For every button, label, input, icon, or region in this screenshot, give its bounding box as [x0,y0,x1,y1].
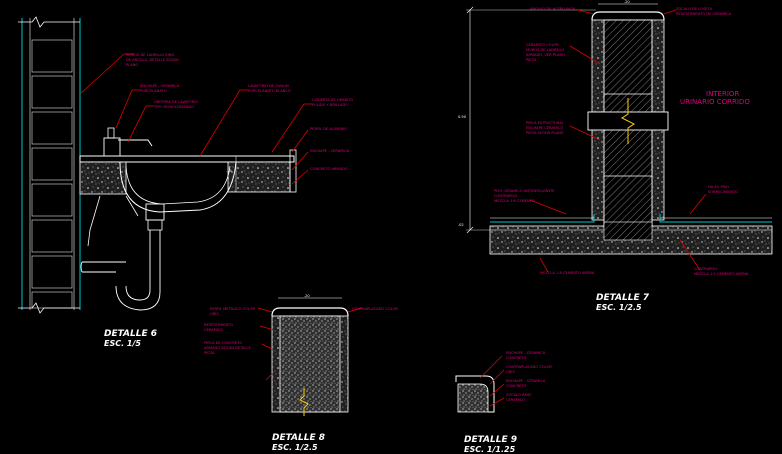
d9-note-enchape: ENCHAPE - CERAMICA [506,351,546,355]
d9-note-gris: GRIS [506,370,515,374]
d6-title: DETALLE 6 [104,329,157,339]
d9-note-concreto-b: CONCRETO [506,384,526,388]
d7-title: DETALLE 7 [596,293,650,303]
d6-note-faucet-2: TIPO MONOCOMANDO [153,105,194,109]
granite-countertop [79,149,297,195]
d8-concrete-core [279,315,341,413]
drain-trap [80,195,165,311]
d8-cap [271,307,349,317]
detalle-9-zocalo: ENCHAPE - CERAMICA CONCRETO CONTRAPLACAD… [455,351,552,454]
d7-note-contrapiso2: CONTRAPISO [694,267,718,271]
detalle-6-lavatorio: .15 MUROS DE LADRILLO KING DE ARCILLA, D… [18,16,353,348]
d7-note-mezcla2: MEZCLA 1:8 CEMENTO ARENA [540,271,595,275]
d8-note-profile: PERFIL METALICO COLOR [210,307,256,311]
d7-note-enchape: ENCHAPE CERAMICO [526,126,563,130]
d7-dimension-height: 0.90 .02 [458,6,596,234]
basin-bowl [119,161,237,213]
d9-note-ceramico: CERAMICO [506,398,525,402]
d8-scale: ESC. 1/2.5 [272,443,318,452]
d9-scale: ESC. 1/1.25 [464,445,516,454]
d8-note-gris: GRIS [210,312,219,316]
d8-note-ceramico: CERAMICO [204,328,223,332]
d6-note-wall-3: PLANO [126,63,138,67]
d6-note-enchape: ENCHAPE - CERAMICA [140,84,180,88]
d7-room-line1: INTERIOR [706,90,739,98]
d7-note-cap: ANGULO DE ACERO INOX. [530,7,576,11]
d7-height-text: 0.90 [458,115,467,119]
d8-note-revest: REVESTIMIENTO [204,323,233,327]
d9-note-contraplacado: CONTRAPLACADO COLOR [506,365,552,369]
d7-stainless-cap [591,11,665,21]
d9-title: DETALLE 9 [464,435,517,445]
d7-note-revest: REVESTIMIENTO DE CERAMICA [676,12,732,16]
d7-scale: ESC. 1/2.5 [596,303,642,312]
d7-note-pieza: PIEZA [526,58,537,62]
d8-note-pirca: PIRCA DE CONCRETO [204,341,242,345]
d8-top-dimension: .20 [304,294,310,298]
d7-note-falso: FALSO PISO [708,185,729,189]
d7-room-line2: URINARIO CORRIDO [680,98,750,106]
d6-note-basin: LAVATORIO DE OVALIN [248,84,289,88]
d7-floor-text: .02 [458,223,464,227]
d7-top-dimension: .20 [624,0,630,4]
d9-note-concreto: CONCRETO [506,356,526,360]
d6-note-basin-2: PORCELANATO BLANCO [248,89,291,93]
d7-note-piso: PISO CERAMICO ANTIDESLIZANTE [494,189,555,193]
d7-note-sobrecim: SOBRECIMIENTO [708,190,738,194]
d7-note-ceramic: CERAMICO COLOR [526,43,559,47]
d6-note-profile: PERFIL DE ALUMINIO [310,127,347,131]
d8-title: DETALLE 8 [272,433,325,443]
d6-note-enchape-b: ENCHAPE - CERAMICA [310,149,350,153]
d7-note-zocalo: ZOCALO DE LOSETA [676,7,712,11]
d9-note-zocalo: ZOCALO BASE [506,393,532,397]
d6-scale: ESC. 1/5 [104,339,141,348]
d7-note-contrapiso: CONTRAPISO [494,194,518,198]
d6-note-wall: MUROS DE LADRILLO KING [126,53,174,57]
detalle-7-urinario: 0.90 .02 .20 INTERIOR URINARIO CORRIDO [458,0,773,312]
d7-note-muros: MUROS DE LADRILLO [526,48,564,52]
d7-floor [489,214,773,255]
d9-edge-profile [455,375,495,413]
d8-note-contraplacado: CONTRAPLACADO COLOR [352,307,398,311]
d6-note-countertop: CUBIERTA DE GRANITO [312,98,353,102]
d7-note-mezcla: MEZCLA 1:6 CEMENTO [494,199,535,203]
d6-note-faucet: GRIFERIA DE LAVATORIO [154,100,198,104]
brick-wall [18,16,81,314]
faucet [103,127,153,157]
d6-note-countertop-2: PULIDO Y BRILLADO [312,103,348,107]
detalle-8-pirca: .20 PERFIL METALICO COLOR GRIS CONTRAPLA… [204,294,398,452]
d6-note-enchape-2: PORCELANATO [140,89,167,93]
d7-note-pirca: PIRCA ESTRUCTURAL [526,121,564,125]
d7-note-armado: ARMADO, VER PLANO [526,53,565,57]
d8-note-armado: ARMADO SEGUN DETALLE [204,346,251,350]
d6-note-concrete: CONCRETO ARMADO [310,167,348,171]
d8-note-pieza: PIEZA [204,351,215,355]
d6-note-wall-2: DE ARCILLA, DETALLE SEGUN [126,58,179,62]
d7-note-mezcla3: MEZCLA 1:5 CEMENTO ARENA [694,272,749,276]
d9-note-enchape-b: ENCHAPE - CERAMICA [506,379,546,383]
d6-basin-dimension: .15 [226,169,232,173]
d7-note-pieza2: PIEZA SEGUN PLANO [526,131,564,135]
